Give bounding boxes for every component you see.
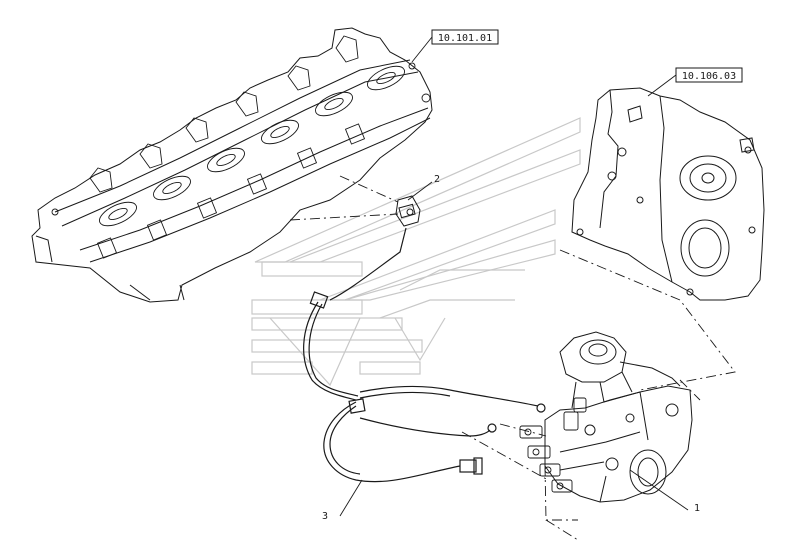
callout-harness: 3 <box>322 479 363 522</box>
timing-cover <box>571 87 765 301</box>
reference-box-cylinder-head[interactable]: 10.101.01 <box>431 29 499 45</box>
callout-number-pump: 1 <box>694 503 700 514</box>
assembly-leader-lines <box>289 175 736 541</box>
reference-label-cylinder-head: 10.101.01 <box>438 33 492 44</box>
reference-label-timing-cover: 10.106.03 <box>682 71 736 82</box>
sensor <box>395 195 421 227</box>
watermark-logo <box>251 117 581 387</box>
callout-number-harness: 3 <box>322 511 328 522</box>
callout-sensor: 2 <box>407 174 440 201</box>
callout-pump: 1 <box>629 469 700 514</box>
cylinder-head <box>31 27 433 303</box>
wiring-harness <box>303 227 546 483</box>
reference-box-timing-cover[interactable]: 10.106.03 <box>675 67 743 83</box>
fuel-injection-pump <box>519 331 693 503</box>
reference-leader-timing-cover <box>647 74 677 97</box>
callout-number-sensor: 2 <box>434 174 440 185</box>
reference-leader-cylinder-head <box>411 36 433 63</box>
